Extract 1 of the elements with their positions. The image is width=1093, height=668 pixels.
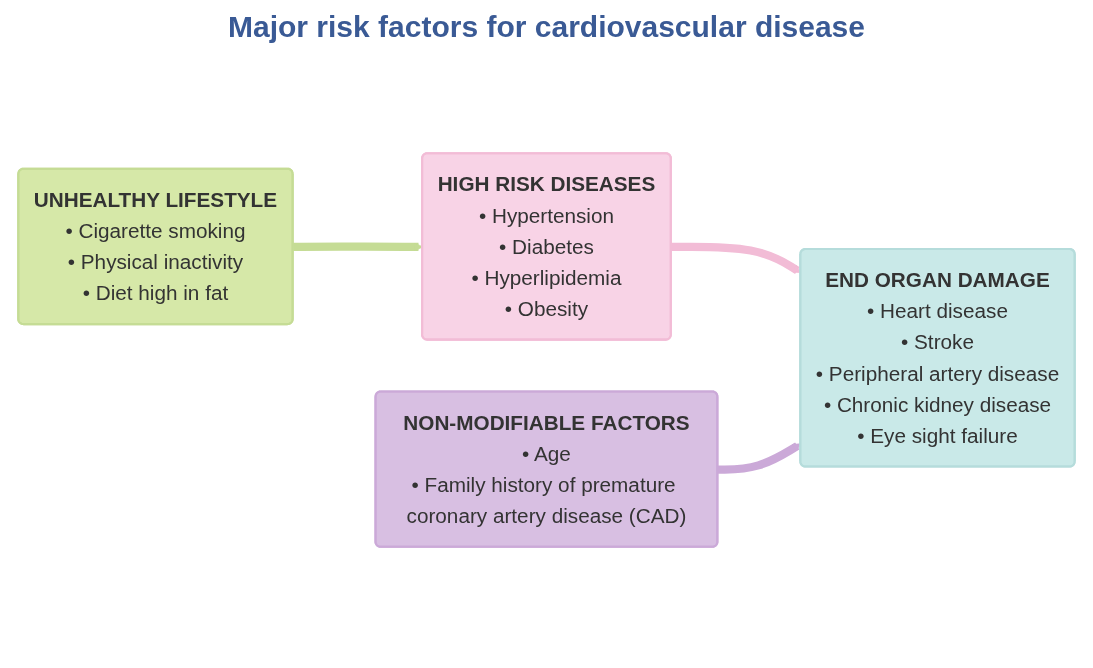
title: Major risk factors for cardiovascular disease xyxy=(227,10,866,44)
